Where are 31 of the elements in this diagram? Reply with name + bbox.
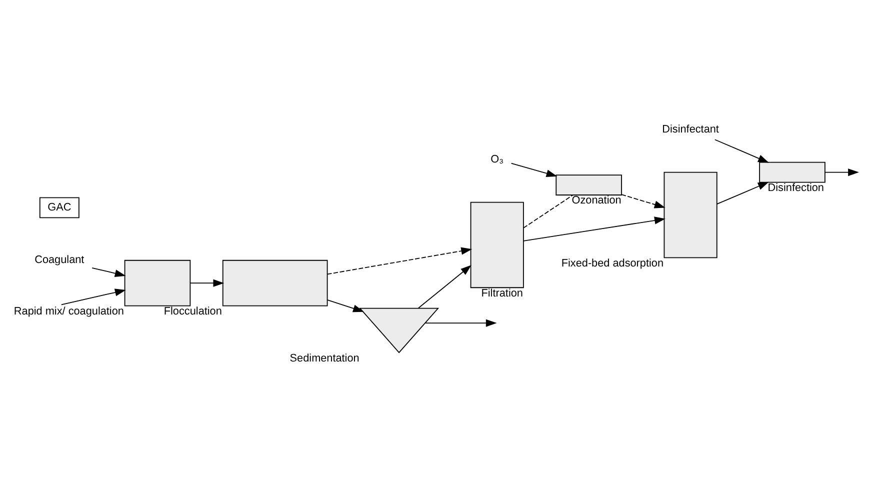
- arrow: [418, 264, 472, 308]
- node-box: [222, 259, 328, 306]
- arrow: [714, 138, 769, 162]
- node-label: Rapid mix/ coagulation: [14, 305, 124, 318]
- node-box: [759, 161, 826, 182]
- arrow: [92, 266, 126, 277]
- node-box: [664, 171, 718, 258]
- connector: [523, 194, 574, 228]
- arrow: [326, 246, 472, 274]
- arrow: [716, 181, 769, 204]
- node-box: [556, 174, 622, 195]
- node-text: Coagulant: [34, 254, 84, 266]
- node-box: [124, 259, 191, 306]
- arrow: [326, 298, 364, 312]
- arrow: [523, 216, 666, 241]
- node-label: Flocculation: [164, 305, 222, 318]
- node-box: [470, 201, 524, 288]
- arrow: [824, 168, 859, 176]
- node-text: O₃: [490, 152, 504, 165]
- node-box: GAC: [39, 196, 80, 218]
- node-label: Fixed-bed adsorption: [561, 256, 664, 269]
- node-label: Sedimentation: [290, 352, 360, 364]
- arrow: [60, 288, 126, 305]
- arrow: [510, 162, 558, 177]
- arrow: [621, 194, 666, 208]
- node-label: Ozonation: [572, 194, 622, 206]
- node-label: Disinfection: [768, 182, 824, 194]
- node-text: Disinfectant: [662, 122, 719, 135]
- arrow: [424, 318, 497, 326]
- arrow: [190, 278, 224, 286]
- node-label: Filtration: [481, 286, 523, 299]
